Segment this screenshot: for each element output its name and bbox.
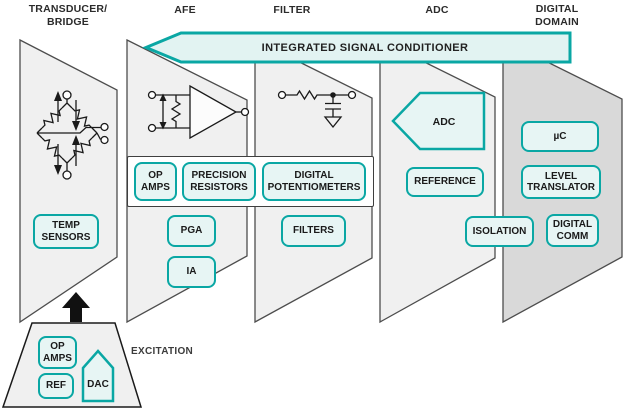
reference-block[interactable]: REFERENCE [406, 167, 484, 197]
wheatstone-bridge-icon [36, 90, 109, 180]
dac-shape-label: DAC [87, 378, 109, 390]
panel-label-digital-domain: DIGITAL DOMAIN [535, 3, 579, 29]
instrumentation-amplifier-icon [147, 84, 250, 140]
panel-label-afe: AFE [174, 4, 196, 16]
microcontroller-block[interactable]: µC [521, 121, 599, 152]
panel-label-transducer-bridge: TRANSDUCER/ BRIDGE [28, 3, 108, 29]
precision-resistors-block[interactable]: PRECISION RESISTORS [182, 162, 256, 201]
panel-label-filter: FILTER [273, 4, 311, 16]
panel-label-adc: ADC [425, 4, 449, 16]
digital-comm-block[interactable]: DIGITAL COMM [546, 214, 599, 247]
temp-sensors-block[interactable]: TEMP SENSORS [33, 214, 99, 249]
banner-title: INTEGRATED SIGNAL CONDITIONER [261, 41, 469, 54]
level-translator-block[interactable]: LEVEL TRANSLATOR [521, 165, 601, 199]
op-amps-block[interactable]: OP AMPS [134, 162, 177, 201]
excitation-label: EXCITATION [131, 346, 194, 357]
filters-block[interactable]: FILTERS [281, 215, 346, 247]
excitation-ref-block[interactable]: REF [38, 373, 74, 399]
adc-shape-label: ADC [432, 115, 456, 128]
ia-block[interactable]: IA [167, 256, 216, 288]
adc-pentagon[interactable] [391, 91, 486, 151]
dac-pentagon[interactable] [81, 349, 115, 403]
isolation-block[interactable]: ISOLATION [465, 216, 534, 247]
integrated-signal-conditioner-banner [142, 31, 572, 64]
up-arrow-icon [62, 292, 90, 322]
rc-lowpass-filter-icon [277, 89, 357, 129]
pga-block[interactable]: PGA [167, 215, 216, 247]
excitation-op-amps-block[interactable]: OP AMPS [38, 336, 77, 369]
panel-transducer-bridge [19, 38, 118, 324]
digital-potentiometers-block[interactable]: DIGITAL POTENTIOMETERS [262, 162, 366, 201]
